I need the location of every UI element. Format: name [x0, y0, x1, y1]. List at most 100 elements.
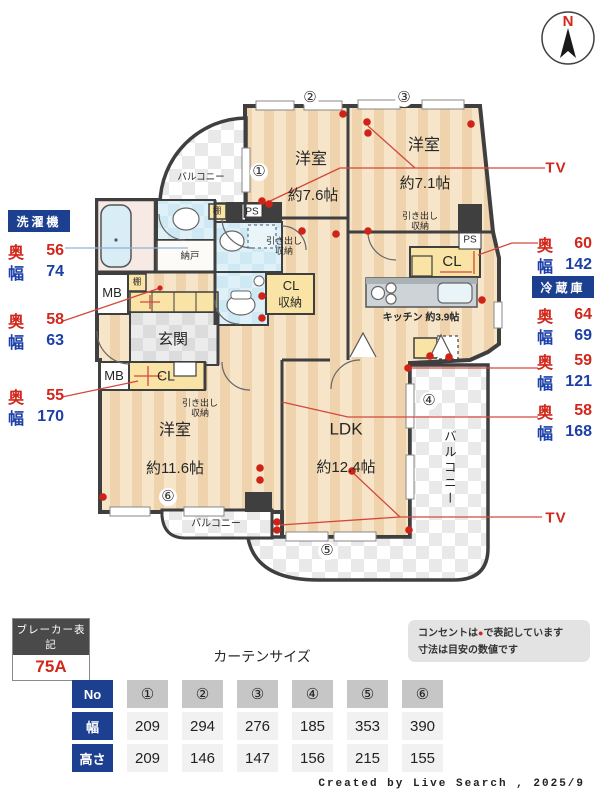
curtain-width-3: 276: [237, 712, 278, 740]
width-label: 幅: [537, 330, 554, 347]
width-label: 幅: [537, 259, 554, 276]
fridge-width-row: 幅 69: [537, 324, 592, 348]
right1-width-row: 幅 142: [537, 253, 592, 277]
compass: [541, 11, 595, 65]
note-text: コンセントは: [418, 628, 478, 639]
width-label: 幅: [8, 266, 25, 283]
depth-value: 56: [46, 242, 64, 259]
room6-size: 約11.6帖: [145, 459, 205, 477]
breaker-title: ブレーカー表記: [13, 619, 89, 655]
outlet-dot-icon: ●: [478, 628, 484, 638]
washer-depth-row: 奥 56: [8, 239, 64, 263]
depth-label: 奥: [537, 238, 554, 255]
width-value: 63: [46, 332, 64, 349]
curtain-no-6: ⑥: [402, 680, 443, 708]
marker-5: ⑤: [318, 542, 336, 560]
curtain-width-6: 390: [402, 712, 443, 740]
outlet-dots: [99, 110, 486, 534]
breaker-value: 75A: [35, 657, 67, 676]
right3-depth-row: 奥 59: [537, 349, 592, 373]
left2-width-row: 幅 63: [8, 329, 64, 353]
left2-depth-row: 奥 58: [8, 308, 64, 332]
width-label: 幅: [8, 411, 25, 428]
curtain-no-1: ①: [127, 680, 168, 708]
width-value: 168: [565, 423, 592, 440]
width-label: 幅: [8, 335, 25, 352]
drawer-storage-room3: 引き出し収納: [401, 211, 438, 231]
right3-width-row: 幅 121: [537, 370, 592, 394]
depth-label: 奥: [537, 355, 554, 372]
meter-box-1-label: MB: [102, 284, 122, 300]
marker-4: ④: [420, 392, 438, 410]
curtain-height-6: 155: [402, 744, 443, 772]
shelf-1-label: 棚: [212, 205, 222, 216]
curtain-no-2: ②: [182, 680, 223, 708]
kitchen-label: キッチン 約3.9帖: [382, 312, 460, 324]
compass-n-label: N: [562, 12, 574, 30]
note-text: で表記しています: [483, 628, 564, 639]
windows: [109, 99, 503, 542]
ldk-size: 約12.4帖: [316, 458, 376, 476]
door-arcs: [96, 213, 453, 391]
depth-value: 55: [46, 387, 64, 404]
left3-width-row: 幅 170: [8, 405, 64, 429]
room2-size: 約7.6帖: [287, 186, 339, 204]
entrance-label: 玄関: [157, 330, 189, 348]
closet-room6-label: CL: [157, 367, 175, 384]
curtain-width-5: 353: [347, 712, 388, 740]
room3-name: 洋室: [407, 137, 441, 155]
kitchen-counter: [365, 277, 478, 308]
pipe-space-2-label: PS: [463, 234, 477, 246]
tv-bottom-label: TV: [545, 509, 567, 527]
balconies: [158, 116, 490, 582]
right4-depth-row: 奥 58: [537, 399, 592, 423]
closets: [127, 203, 481, 391]
curtain-width-4: 185: [292, 712, 333, 740]
curtain-no-3: ③: [237, 680, 278, 708]
outlet-note: コンセントは●で表記しています 寸法は目安の数値です: [408, 620, 590, 662]
width-value: 69: [574, 327, 592, 344]
bathroom: [95, 198, 157, 274]
curtain-height-2: 146: [182, 744, 223, 772]
depth-label: 奥: [8, 314, 25, 331]
curtain-width-1: 209: [127, 712, 168, 740]
ldk-name: LDK: [329, 419, 363, 439]
annotation-lines: [61, 125, 545, 526]
marker-3: ③: [395, 89, 413, 107]
balcony-bottom-label: バルコニー: [191, 518, 241, 530]
note-line-2: 寸法は目安の数値です: [418, 644, 518, 656]
left3-depth-row: 奥 55: [8, 384, 64, 408]
shelf-2-label: 棚: [132, 276, 142, 287]
closet-kitchen-label: CL: [442, 252, 462, 270]
drawer-storage-room6: 引き出し収納: [181, 398, 218, 418]
closet-storage-label: 収納: [277, 295, 303, 310]
curtain-no-4: ④: [292, 680, 333, 708]
depth-label: 奥: [8, 390, 25, 407]
breaker-box: ブレーカー表記 75A: [12, 618, 90, 681]
washer-width-row: 幅 74: [8, 260, 64, 284]
curtain-no-5: ⑤: [347, 680, 388, 708]
width-value: 170: [37, 408, 64, 425]
curtain-height-5: 215: [347, 744, 388, 772]
width-label: 幅: [537, 376, 554, 393]
depth-label: 奥: [537, 405, 554, 422]
depth-value: 59: [574, 352, 592, 369]
col-header-no: No: [72, 680, 113, 708]
depth-value: 64: [574, 306, 592, 323]
curtain-width-2: 294: [182, 712, 223, 740]
balcony-upper-label: バルコニー: [177, 171, 225, 183]
curtain-size-table: No ① ② ③ ④ ⑤ ⑥ 幅 209 294 276 185 353 390…: [72, 680, 443, 772]
room2-name: 洋室: [294, 151, 328, 169]
depth-value: 58: [574, 402, 592, 419]
width-value: 121: [565, 373, 592, 390]
storage-room-label: 納戸: [180, 250, 200, 262]
width-value: 142: [565, 256, 592, 273]
closet-mid-label: CL: [282, 277, 300, 293]
curtain-title: カーテンサイズ: [213, 648, 311, 665]
room6-name: 洋室: [158, 422, 192, 440]
drawer-storage-mid: 引き出し収納: [265, 236, 302, 256]
row-header-width: 幅: [72, 712, 113, 740]
width-label: 幅: [537, 426, 554, 443]
